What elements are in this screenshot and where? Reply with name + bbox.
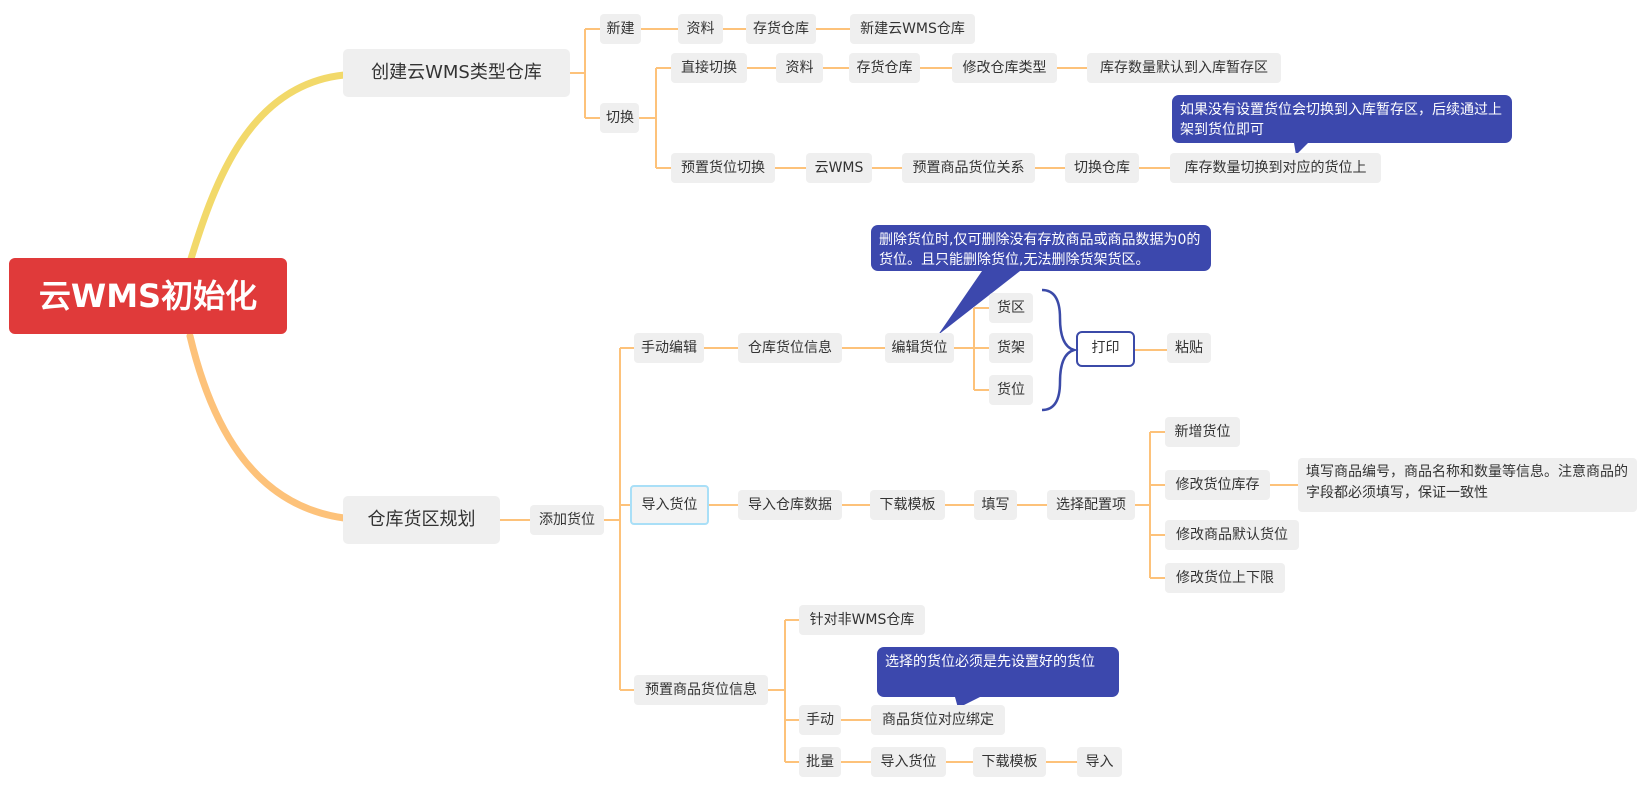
- node-paste[interactable]: 粘贴: [1167, 333, 1211, 363]
- branch-warehouse-area-planning[interactable]: 仓库货区规划: [343, 496, 500, 544]
- node-new[interactable]: 新建: [600, 14, 641, 44]
- branch-create-wms-warehouse[interactable]: 创建云WMS类型仓库: [343, 49, 570, 97]
- node-modify-location-stock[interactable]: 修改货位库存: [1165, 470, 1270, 500]
- node-stock-default-temp-area[interactable]: 库存数量默认到入库暂存区: [1087, 53, 1281, 83]
- node-new-stock-warehouse[interactable]: 存货仓库: [746, 14, 816, 44]
- node-download-template[interactable]: 下载模板: [870, 490, 945, 520]
- node-direct-material[interactable]: 资料: [776, 53, 823, 83]
- node-batch-download-template[interactable]: 下载模板: [973, 747, 1046, 777]
- note-callout-switch: 如果没有设置货位会切换到入库暂存区，后续通过上架到货位即可: [1172, 95, 1512, 143]
- node-non-wms-warehouse[interactable]: 针对非WMS仓库: [799, 605, 925, 635]
- node-manual-edit[interactable]: 手动编辑: [634, 333, 704, 363]
- node-new-material[interactable]: 资料: [678, 14, 723, 44]
- node-zone[interactable]: 货区: [989, 293, 1033, 323]
- node-print[interactable]: 打印: [1076, 331, 1135, 367]
- node-location[interactable]: 货位: [989, 375, 1033, 405]
- node-add-location[interactable]: 添加货位: [530, 505, 604, 535]
- node-switch[interactable]: 切换: [600, 103, 639, 133]
- node-preset-switch[interactable]: 预置货位切换: [671, 153, 775, 183]
- node-preset-cloud-wms[interactable]: 云WMS: [806, 153, 872, 183]
- node-new-wms-warehouse[interactable]: 新建云WMS仓库: [850, 14, 975, 44]
- node-modify-warehouse-type[interactable]: 修改仓库类型: [952, 53, 1057, 83]
- node-switch-warehouse[interactable]: 切换仓库: [1065, 153, 1139, 183]
- node-modify-location-limits[interactable]: 修改货位上下限: [1165, 563, 1285, 593]
- node-add-new-location[interactable]: 新增货位: [1165, 417, 1240, 447]
- node-import-warehouse-data[interactable]: 导入仓库数据: [738, 490, 842, 520]
- note-callout-location-preset: 选择的货位必须是先设置好的货位: [877, 647, 1119, 697]
- node-import-locations[interactable]: 导入货位: [630, 485, 709, 525]
- node-select-config[interactable]: 选择配置项: [1047, 490, 1135, 520]
- node-warehouse-location-info[interactable]: 仓库货位信息: [738, 333, 842, 363]
- note-callout-delete-location: 删除货位时,仅可删除没有存放商品或商品数据为0的货位。且只能删除货位,无法删除货…: [871, 225, 1211, 271]
- node-preset-goods-location-relation[interactable]: 预置商品货位关系: [902, 153, 1035, 183]
- node-stock-to-location[interactable]: 库存数量切换到对应的货位上: [1170, 153, 1381, 183]
- node-modify-default-location[interactable]: 修改商品默认货位: [1165, 520, 1299, 550]
- node-fill-in[interactable]: 填写: [974, 490, 1017, 520]
- node-batch-import-locations[interactable]: 导入货位: [871, 747, 946, 777]
- node-stock-fill-instructions[interactable]: 填写商品编号，商品名称和数量等信息。注意商品的字段都必须填写，保证一致性: [1298, 458, 1637, 512]
- node-batch[interactable]: 批量: [799, 747, 841, 777]
- node-batch-import[interactable]: 导入: [1077, 747, 1122, 777]
- node-manual[interactable]: 手动: [799, 705, 841, 735]
- node-direct-switch[interactable]: 直接切换: [671, 53, 747, 83]
- root-node[interactable]: 云WMS初始化: [9, 258, 287, 334]
- node-direct-stock-warehouse[interactable]: 存货仓库: [849, 53, 920, 83]
- node-preset-goods-location-info[interactable]: 预置商品货位信息: [634, 675, 768, 705]
- node-edit-location[interactable]: 编辑货位: [885, 333, 954, 363]
- node-goods-location-binding[interactable]: 商品货位对应绑定: [871, 705, 1005, 735]
- node-shelf[interactable]: 货架: [989, 333, 1033, 363]
